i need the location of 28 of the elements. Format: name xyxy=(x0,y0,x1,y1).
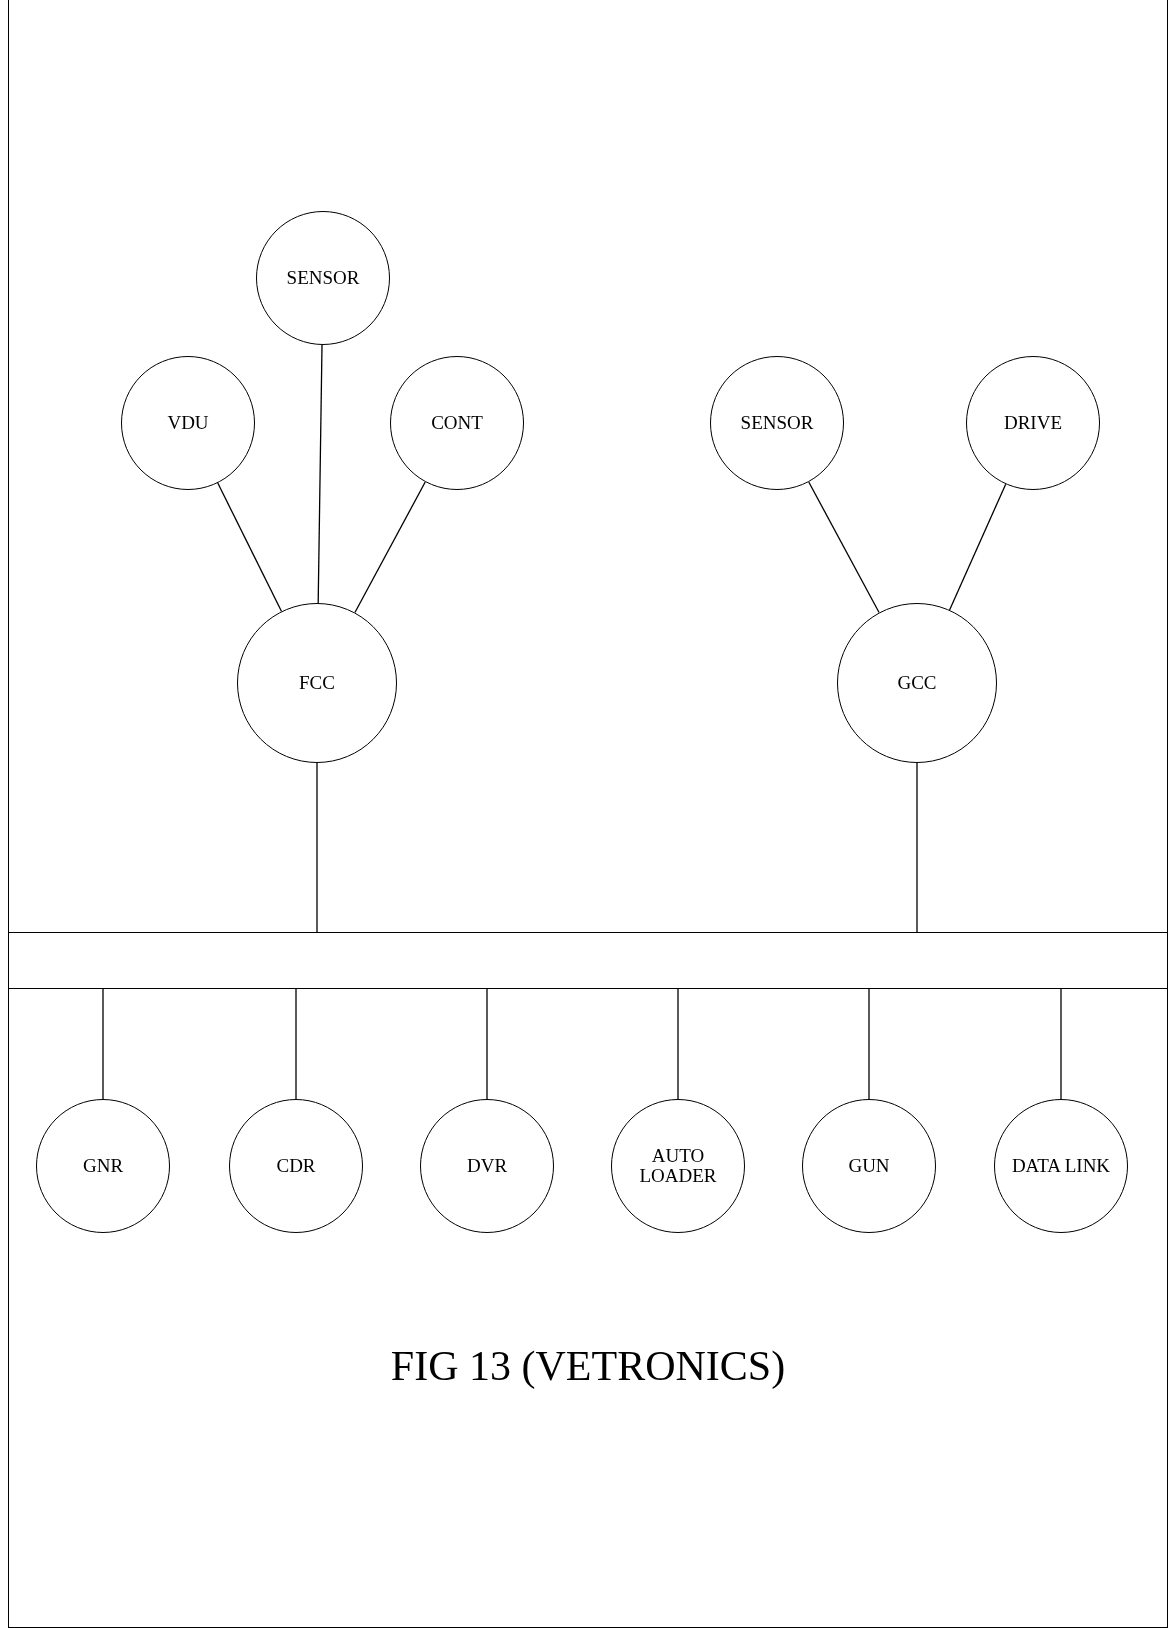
node-label: AUTO LOADER xyxy=(638,1146,718,1186)
node-label: SENSOR xyxy=(286,268,360,288)
node-label: CDR xyxy=(276,1156,316,1176)
connector-line xyxy=(677,988,679,1100)
node-label: DVR xyxy=(466,1156,508,1176)
node-label: GNR xyxy=(82,1156,124,1176)
node-label: DATA LINK xyxy=(1011,1156,1111,1176)
connector-line xyxy=(808,481,880,614)
node-label: GCC xyxy=(897,673,937,693)
connector-line xyxy=(217,482,283,612)
node-label: SENSOR xyxy=(740,413,814,433)
connector-line xyxy=(102,988,104,1100)
node-label: VDU xyxy=(167,413,209,433)
node-label: DRIVE xyxy=(1003,413,1063,433)
figure-title: FIG 13 (VETRONICS) xyxy=(389,1342,787,1391)
connector-line xyxy=(868,988,870,1100)
connector-line xyxy=(916,762,918,933)
node-label: CONT xyxy=(431,413,483,433)
bus-band xyxy=(9,932,1167,989)
connector-line xyxy=(317,344,323,604)
connector-line xyxy=(948,483,1007,611)
connector-line xyxy=(486,988,488,1100)
connector-line xyxy=(1060,988,1062,1100)
node-label: GUN xyxy=(848,1156,890,1176)
connector-line xyxy=(316,762,318,933)
connector-line xyxy=(295,988,297,1100)
connector-line xyxy=(354,481,426,614)
node-label: FCC xyxy=(299,673,335,693)
